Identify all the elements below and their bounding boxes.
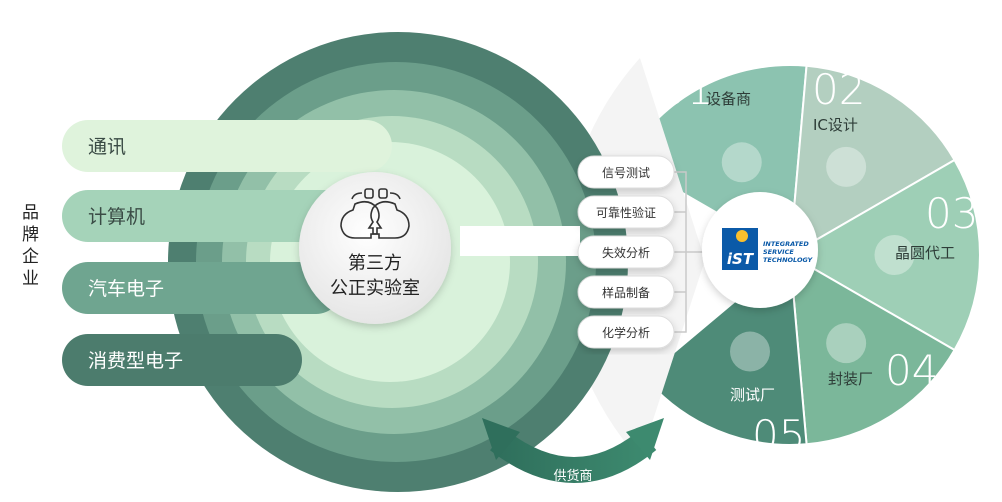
vertical-label: 品 牌 企 业 <box>22 203 39 289</box>
band-label-2: 汽车电子 <box>88 278 164 300</box>
vertical-char-0: 品 <box>22 203 39 223</box>
vertical-char-3: 业 <box>22 269 39 289</box>
segment-dot-2 <box>826 146 867 187</box>
band-computer[interactable] <box>62 190 362 242</box>
service-item-0[interactable]: 信号测试 <box>577 155 675 189</box>
supplier-arrow: 供货商 <box>482 418 664 484</box>
supplier-arrowhead-left <box>482 418 520 460</box>
service-item-2[interactable]: 失效分析 <box>577 235 675 269</box>
pie-segment-2[interactable] <box>788 64 956 257</box>
center-circle <box>299 172 451 324</box>
segment-number-1: 02 <box>812 65 865 114</box>
band-auto[interactable] <box>62 262 342 314</box>
segment-label-2: 晶圆代工 <box>895 244 955 262</box>
segment-number-2: 03 <box>925 189 978 238</box>
band-consumer[interactable] <box>62 334 302 386</box>
service-label-1: 可靠性验证 <box>596 205 656 220</box>
service-item-4[interactable]: 化学分析 <box>577 315 675 349</box>
service-connector-ticks <box>674 211 686 293</box>
segment-dot-3 <box>874 235 915 275</box>
logo-sun-icon <box>736 230 748 242</box>
supplier-arrowhead-right <box>626 418 664 460</box>
pie-segment-4[interactable] <box>788 253 956 446</box>
segment-number-3: 04 <box>885 346 938 395</box>
pie-segment-3[interactable] <box>787 158 981 352</box>
brand-bands: 通讯 计算机 汽车电子 消费型电子 <box>62 120 392 386</box>
logo-circle <box>702 192 818 308</box>
logo-mark: iST <box>727 250 755 268</box>
logo-line2: SERVICE <box>763 248 794 256</box>
vertical-char-2: 企 <box>22 247 39 267</box>
band-label-1: 计算机 <box>88 206 145 228</box>
segment-number-0: 01 <box>660 65 713 114</box>
segment-dot-4 <box>826 323 867 364</box>
segment-label-0: 设备商 <box>706 90 751 108</box>
service-label-0: 信号测试 <box>602 165 650 180</box>
segment-label-3: 封装厂 <box>828 370 873 388</box>
center-connector <box>460 226 580 256</box>
segment-dot-5 <box>730 331 771 372</box>
service-list: 信号测试 可靠性验证 失效分析 样品制备 化学分析 <box>577 155 705 349</box>
ist-logo: iST INTEGRATED SERVICE TECHNOLOGY <box>702 192 818 308</box>
service-label-4: 化学分析 <box>602 325 650 340</box>
center-line2: 公正实验室 <box>330 278 420 299</box>
vertical-char-1: 牌 <box>22 225 39 245</box>
segment-labels: 01 设备商 02 IC设计 03 晶圆代工 04 封装厂 测试厂 05 <box>660 65 978 460</box>
segment-number-4: 05 <box>752 411 805 460</box>
logo-line3: TECHNOLOGY <box>763 256 814 264</box>
segment-label-1: IC设计 <box>813 116 858 134</box>
band-label-3: 消费型电子 <box>88 350 183 372</box>
service-item-3[interactable]: 样品制备 <box>577 275 675 309</box>
supplier-label: 供货商 <box>553 468 592 484</box>
segment-label-4: 测试厂 <box>730 386 775 404</box>
two-heads-plug-icon <box>340 188 410 239</box>
service-item-1[interactable]: 可靠性验证 <box>577 195 675 229</box>
supplier-arc <box>490 429 657 483</box>
logo-line1: INTEGRATED <box>763 240 809 248</box>
segment-dot-1 <box>721 142 762 183</box>
service-label-2: 失效分析 <box>602 245 650 260</box>
band-telecom[interactable] <box>62 120 392 172</box>
center-lab: 第三方 公正实验室 <box>299 172 451 324</box>
band-label-0: 通讯 <box>88 136 126 158</box>
center-line1: 第三方 <box>348 253 402 274</box>
service-label-3: 样品制备 <box>602 285 650 300</box>
